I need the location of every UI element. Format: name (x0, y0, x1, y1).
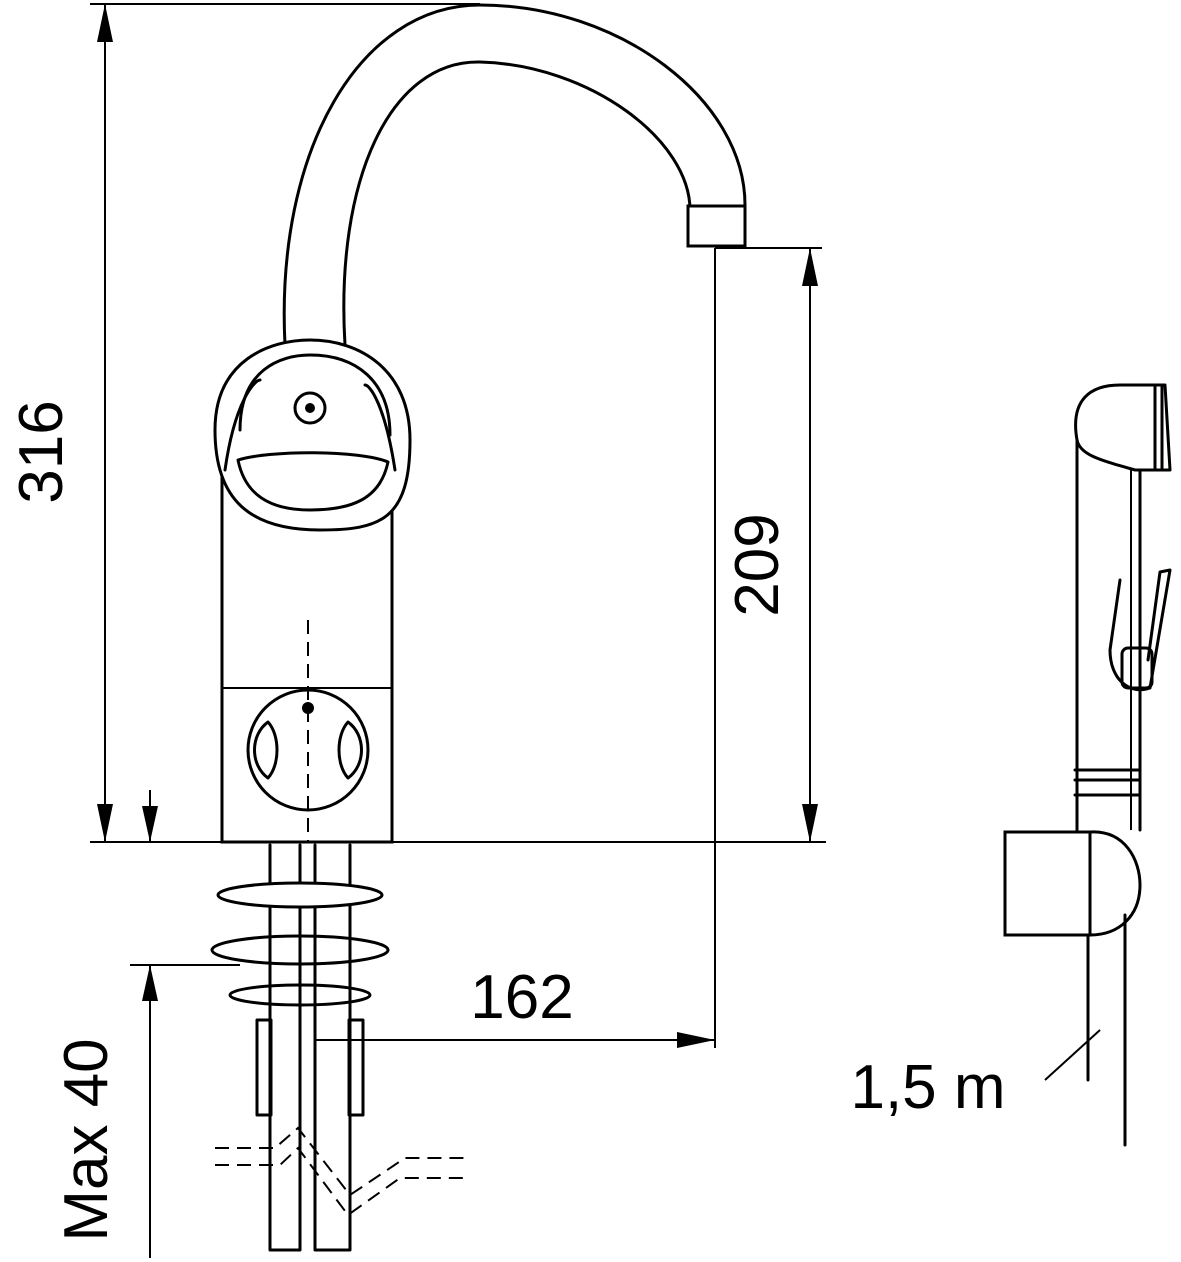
spout (282, 3, 747, 347)
dimension-316-label: 316 (7, 400, 76, 503)
dimension-162: 162 (315, 248, 716, 1048)
dimension-162-label: 162 (470, 963, 573, 1032)
dimension-316: 316 (7, 3, 480, 842)
hose-length-label: 1,5 m (850, 1053, 1005, 1122)
dimension-209-label: 209 (723, 513, 792, 616)
dimension-max-40: Max 40 (52, 790, 240, 1258)
supply-pipes (210, 843, 465, 1252)
dimension-max-40-label: Max 40 (52, 1038, 121, 1241)
hand-shower: 1,5 m (850, 383, 1172, 1147)
dimension-209: 209 (715, 247, 822, 842)
faucet-body (213, 338, 412, 844)
